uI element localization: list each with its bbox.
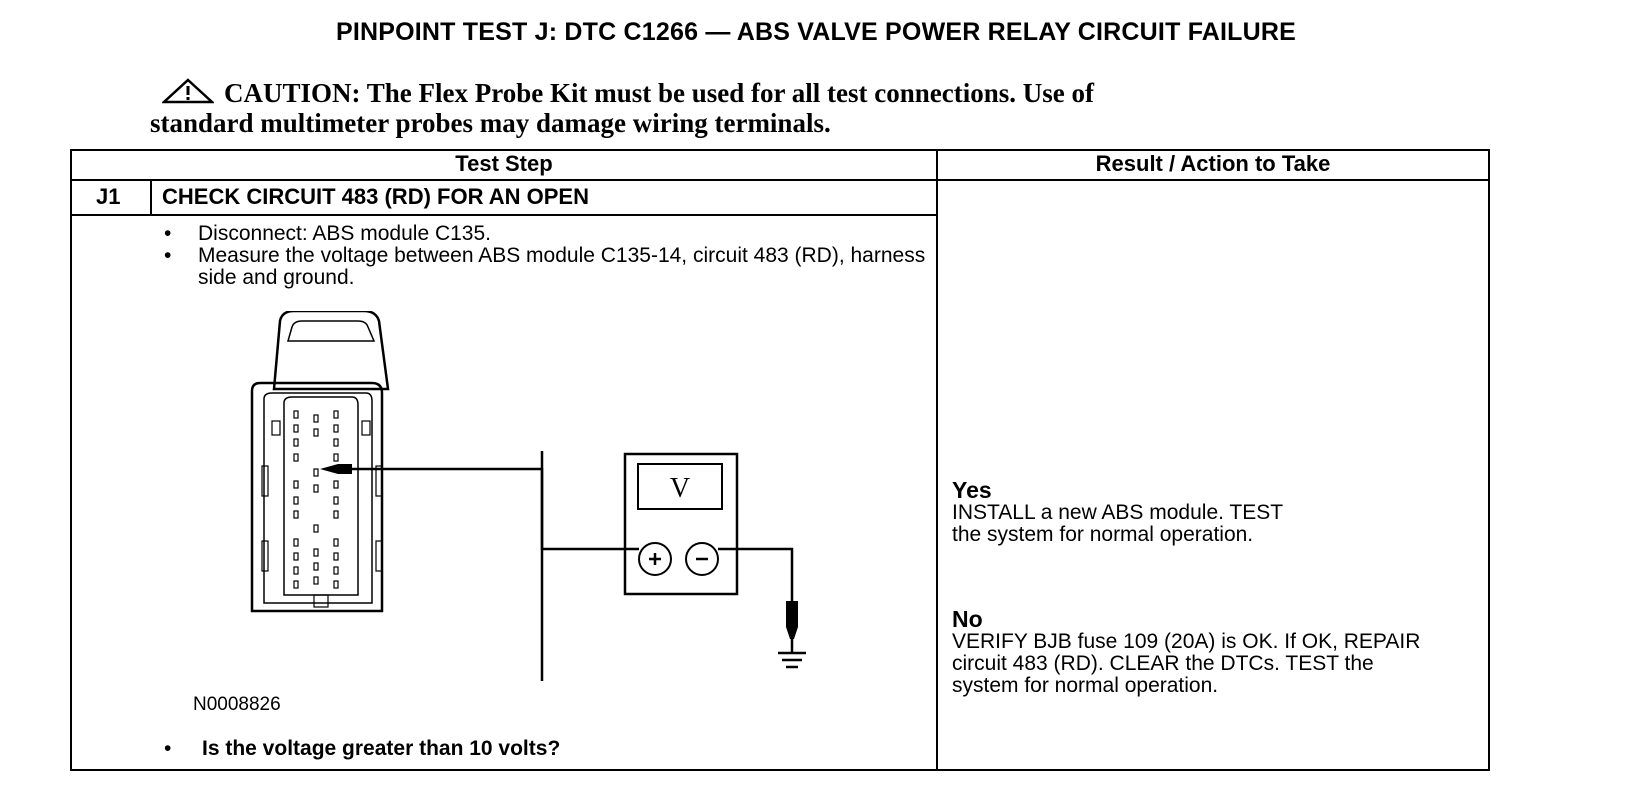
header-result: Result / Action to Take xyxy=(1095,151,1331,176)
step-id-divider xyxy=(150,179,152,216)
wiring-overlay xyxy=(540,451,806,669)
connector-c135-icon xyxy=(250,311,390,613)
caution-note: CAUTION: The Flex Probe Kit must be used… xyxy=(150,78,1352,138)
caution-label: CAUTION: xyxy=(224,78,361,108)
result-no-label: No xyxy=(952,606,983,632)
question-text: Is the voltage greater than 10 volts? xyxy=(202,737,561,760)
instruction-item: Disconnect: ABS module C135. xyxy=(160,223,940,246)
instruction-item: Measure the voltage between ABS module C… xyxy=(160,245,940,289)
positive-terminal-icon xyxy=(649,553,661,565)
step-instructions: Disconnect: ABS module C135. Measure the… xyxy=(160,223,940,289)
step-title: CHECK CIRCUIT 483 (RD) FOR AN OPEN xyxy=(162,184,589,209)
pinpoint-test-table: Test Step Result / Action to Take J1 CHE… xyxy=(70,149,1490,771)
page-title: PINPOINT TEST J: DTC C1266 — ABS VALVE P… xyxy=(335,18,1297,46)
meter-display-label: V xyxy=(670,473,690,504)
ground-symbol-icon xyxy=(778,651,806,669)
header-test-step: Test Step xyxy=(455,151,553,176)
result-yes-text: INSTALL a new ABS module. TEST the syste… xyxy=(952,501,1283,546)
step-id: J1 xyxy=(96,184,121,209)
result-no: No VERIFY BJB fuse 109 (20A) is OK. If O… xyxy=(952,607,1422,697)
caution-text-line1: The Flex Probe Kit must be used for all … xyxy=(366,78,1094,108)
figure-id: N0008826 xyxy=(193,694,281,715)
result-yes: Yes INSTALL a new ABS module. TEST the s… xyxy=(952,478,1292,546)
ground-probe-icon xyxy=(786,601,798,653)
step-title-divider xyxy=(72,214,936,216)
positive-wire xyxy=(540,451,639,551)
step-question: •Is the voltage greater than 10 volts? xyxy=(164,737,561,760)
connector-voltmeter-diagram: V xyxy=(250,311,739,681)
caution-text-line2: standard multimeter probes may damage wi… xyxy=(150,108,831,138)
header-divider xyxy=(72,179,1488,181)
result-no-text: VERIFY BJB fuse 109 (20A) is OK. If OK, … xyxy=(952,630,1421,697)
result-yes-label: Yes xyxy=(952,477,992,503)
negative-wire xyxy=(718,547,794,601)
warning-triangle-icon xyxy=(162,78,214,104)
column-divider xyxy=(936,151,938,769)
voltmeter-icon xyxy=(623,452,739,596)
